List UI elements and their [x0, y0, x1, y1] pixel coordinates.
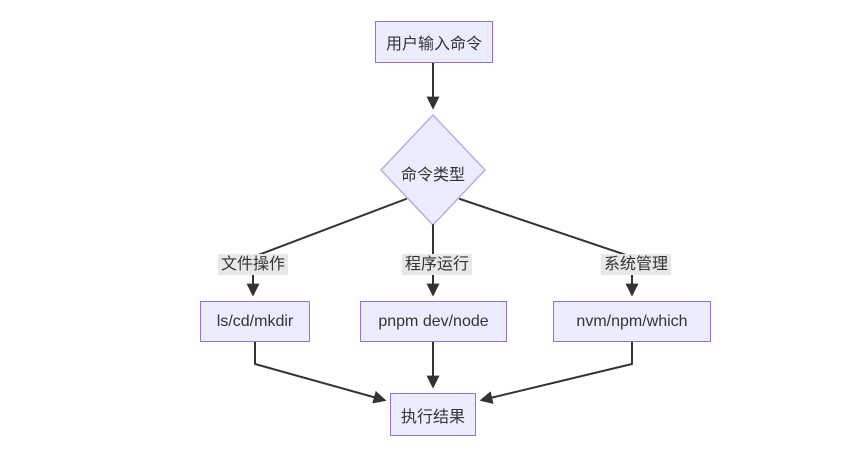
edge-decision-systemmgmt [459, 198, 639, 297]
node-file-ops: ls/cd/mkdir [200, 301, 310, 342]
edge-label-file-ops: 文件操作 [217, 254, 289, 275]
edge-systemmgmt-result [479, 341, 633, 404]
node-result: 执行结果 [390, 393, 476, 436]
edge-decision-fileops [246, 198, 407, 297]
node-command-type-label: 命令类型 [400, 167, 465, 184]
edge-label-program-run: 程序运行 [401, 254, 473, 275]
edge-label-system-mgmt: 系统管理 [600, 254, 672, 275]
node-program-run: pnpm dev/node [360, 301, 507, 342]
edge-fileops-result [254, 341, 387, 404]
node-user-input: 用户输入命令 [375, 21, 493, 63]
node-system-mgmt: nvm/npm/which [553, 301, 711, 342]
